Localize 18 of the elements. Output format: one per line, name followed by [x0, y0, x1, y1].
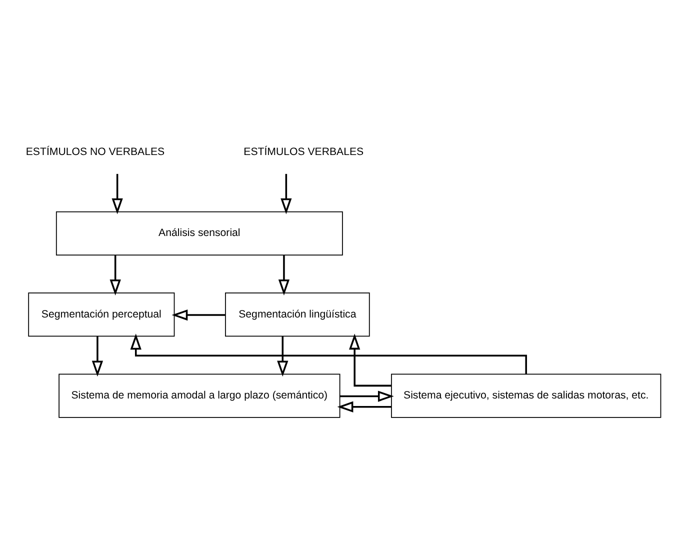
arrow: [110, 254, 121, 295]
node-box: Segmentación perceptual: [28, 292, 175, 336]
node-box: Segmentación lingüística: [225, 292, 370, 336]
arrow: [277, 336, 288, 376]
arrow: [340, 390, 394, 402]
node-box: Sistema ejecutivo, sistemas de salidas motoras, etc.: [391, 373, 662, 418]
arrow: [337, 400, 392, 412]
node-box: Sistema de memoria amodal a largo plazo (semántico): [58, 373, 340, 418]
arrow: [349, 333, 392, 386]
arrow: [130, 333, 527, 374]
node-text: ESTÍMULOS VERBALES: [244, 145, 364, 158]
arrow: [172, 308, 226, 320]
arrow: [278, 254, 290, 295]
arrow: [280, 173, 292, 214]
node-text: ESTÍMULOS NO VERBALES: [26, 145, 165, 158]
arrow: [112, 173, 123, 214]
arrow: [92, 336, 104, 376]
node-box: Análisis sensorial: [56, 210, 343, 255]
